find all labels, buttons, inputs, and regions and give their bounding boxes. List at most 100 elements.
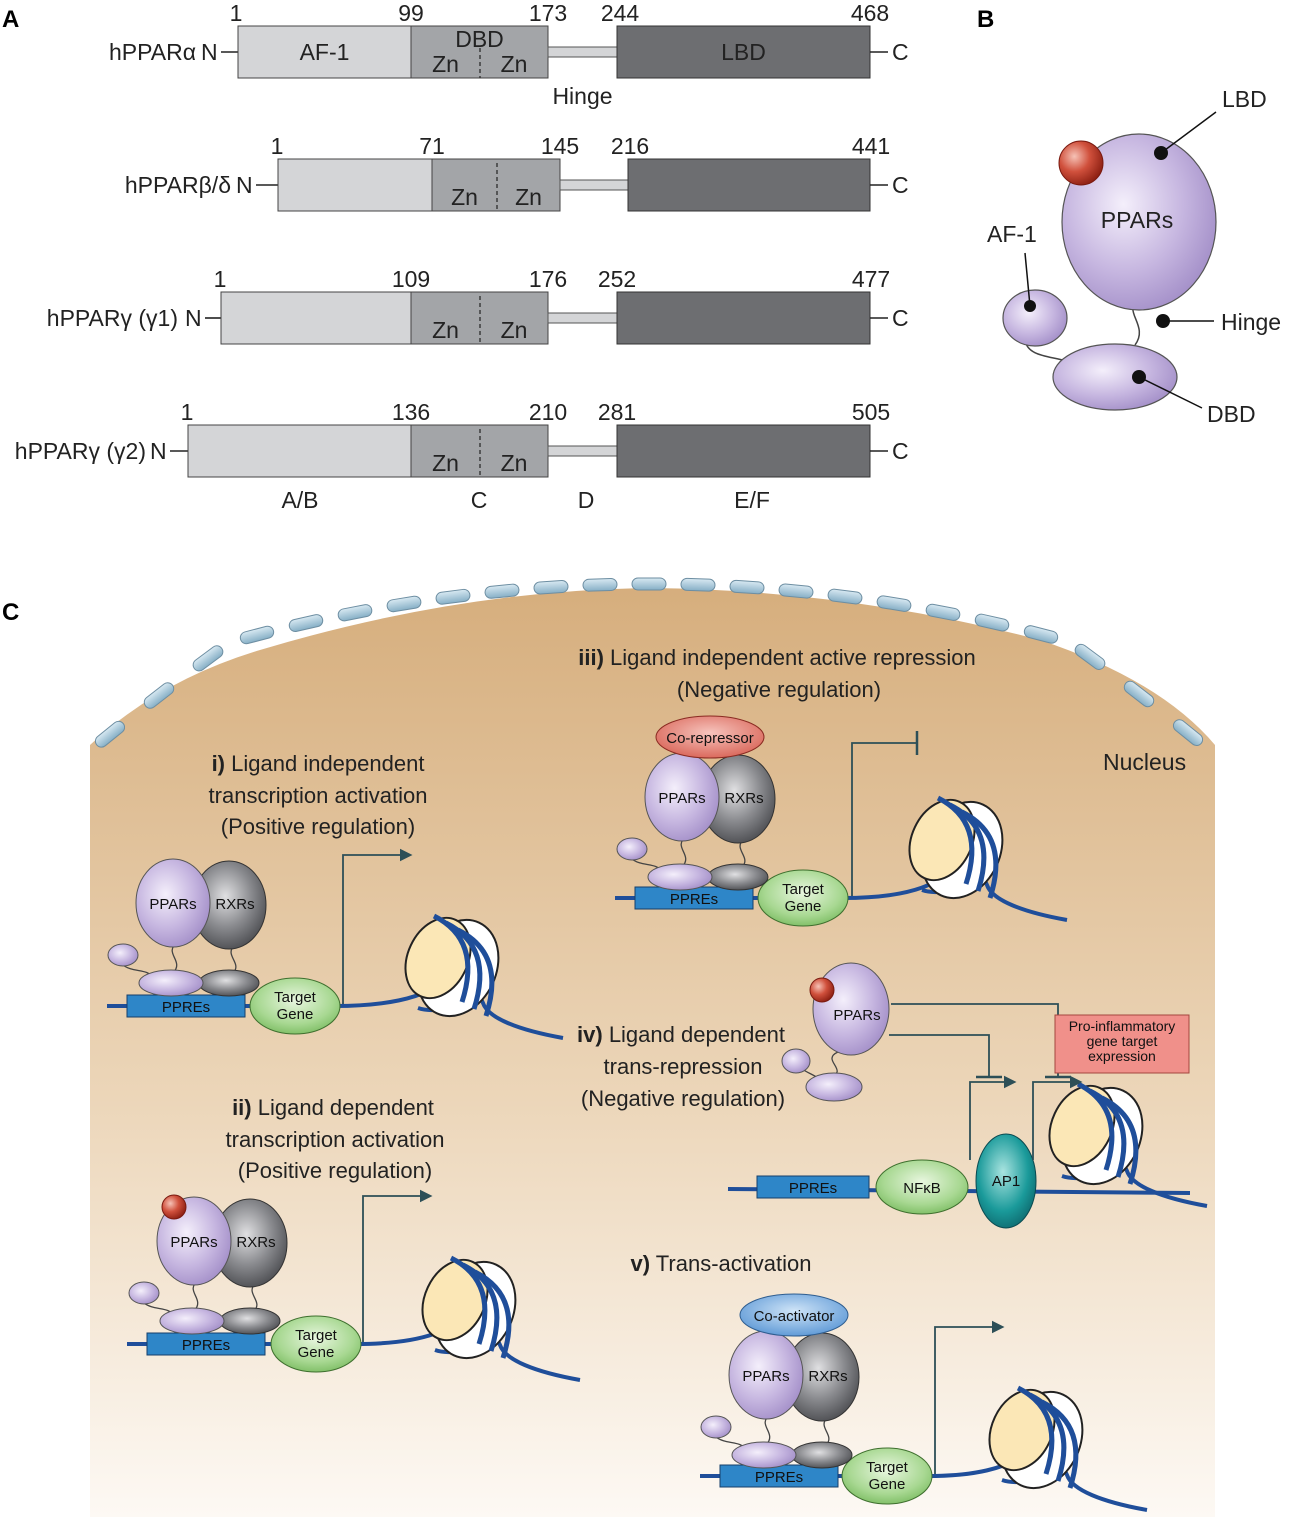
residue-number: 216 [611, 133, 649, 159]
panel-a-letter: A [2, 6, 19, 33]
lbd-domain-bar [616, 424, 871, 478]
hinge-label: Hinge [552, 83, 612, 109]
panel-c-letter: C [2, 599, 19, 626]
n-terminus-label: N [201, 39, 218, 65]
lbd-domain-bar [616, 25, 871, 79]
residue-number: 99 [398, 0, 424, 26]
protein-name: hPPARγ (γ2) [15, 438, 146, 464]
region-label-ab: A/B [281, 487, 318, 513]
residue-number: 1 [214, 266, 227, 292]
rxrs-label: RXRs [215, 896, 254, 913]
nuclear-pore [288, 614, 324, 632]
nfkb-shape [875, 1159, 969, 1215]
ppar-af1 [700, 1415, 732, 1439]
scenario-i-title-3: (Positive regulation) [221, 814, 415, 839]
residue-number: 281 [598, 399, 636, 425]
target-gene-shape [841, 1447, 933, 1505]
residue-number: 477 [852, 266, 890, 292]
scenario-iv-af1 [781, 1048, 811, 1074]
residue-number: 468 [851, 0, 889, 26]
af1-domain-bar [220, 291, 412, 345]
nucleosome-face [404, 916, 472, 1000]
nucleus-label: Nucleus [1103, 749, 1186, 775]
dbd-domain-label: DBD [455, 26, 504, 52]
residue-number: 252 [598, 266, 636, 292]
hinge-bar [559, 179, 629, 191]
lbd-domain-shape [1061, 133, 1217, 311]
scenario-ii-title-1: ii) Ligand dependent [232, 1095, 434, 1120]
ppar-af1 [128, 1281, 160, 1305]
repression-line [851, 742, 917, 896]
nuclear-pore [435, 588, 471, 605]
scenario-iv-title-1: iv) Ligand dependent [577, 1022, 785, 1047]
scenario-ii-title-3: (Positive regulation) [238, 1158, 432, 1183]
target-gene-label-2: Gene [785, 898, 822, 915]
rxrs-label: RXRs [808, 1368, 847, 1385]
ppres-label: PPREs [755, 1469, 803, 1486]
nuclear-pore [386, 595, 422, 613]
dbd-domain-shape [1052, 343, 1178, 411]
ppar-dbd [138, 969, 204, 997]
region-label-c: C [471, 487, 488, 513]
nuclear-pore [680, 577, 716, 592]
zn-finger-1-label: Zn [432, 51, 459, 77]
hinge-bar [547, 312, 618, 324]
zn-finger-2-label: Zn [501, 450, 528, 476]
target-gene-shape [757, 869, 849, 927]
zn-finger-2-label: Zn [501, 317, 528, 343]
rxr-dbd [219, 1307, 281, 1335]
ap1-shape [975, 1133, 1037, 1229]
ppres-label: PPREs [670, 891, 718, 908]
nuclear-pore [974, 613, 1010, 632]
hinge-label: Hinge [1221, 309, 1281, 335]
scenario-iii-title-2: (Negative regulation) [677, 677, 881, 702]
residue-number: 505 [852, 399, 890, 425]
nuclear-pore [925, 603, 961, 621]
zn-finger-1-label: Zn [432, 317, 459, 343]
ppar-dbd [731, 1441, 797, 1469]
residue-number: 210 [529, 399, 567, 425]
lbd-domain-label: LBD [721, 39, 766, 65]
target-gene-shape [249, 977, 341, 1035]
n-terminus-label: N [236, 172, 253, 198]
lbd-domain-bar [616, 291, 871, 345]
transcription-arrow [934, 1320, 1005, 1474]
ppar-dbd [159, 1307, 225, 1335]
scenario-iv-nucleosome [1048, 1081, 1208, 1208]
residue-number: 136 [392, 399, 430, 425]
lbd-label: LBD [1222, 86, 1267, 112]
c-terminus-label: C [892, 305, 909, 331]
ppres-label: PPREs [162, 999, 210, 1016]
nuclear-pore [631, 577, 667, 591]
af1-domain-bar [237, 25, 412, 79]
residue-number: 173 [529, 0, 567, 26]
nucleus-body [90, 588, 1215, 1517]
rxrs-label: RXRs [724, 790, 763, 807]
target-gene-label-1: Target [782, 881, 825, 898]
af1-domain-bar [277, 158, 433, 212]
nucleosome-face [908, 798, 976, 882]
target-gene-label-2: Gene [298, 1344, 335, 1361]
scenario-iv-title-2: trans-repression [604, 1054, 763, 1079]
nuclear-pore [337, 604, 373, 622]
residue-number: 244 [601, 0, 640, 26]
hinge-bar [547, 46, 618, 58]
lbd-domain-bar [627, 158, 871, 212]
proinflammatory-line-3: expression [1088, 1048, 1156, 1064]
scenario-ii-title-2: transcription activation [226, 1127, 445, 1152]
hinge-bar [547, 445, 618, 457]
ppar-af1 [616, 837, 648, 861]
residue-number: 441 [852, 133, 890, 159]
corepressor-shape [655, 715, 765, 759]
nuclear-pore [239, 625, 275, 645]
target-gene-label-1: Target [295, 1327, 338, 1344]
scenario-iv-dbd [805, 1072, 863, 1102]
proinflammatory-line-2: gene target [1087, 1033, 1158, 1049]
ppars-label: PPARs [658, 790, 705, 807]
